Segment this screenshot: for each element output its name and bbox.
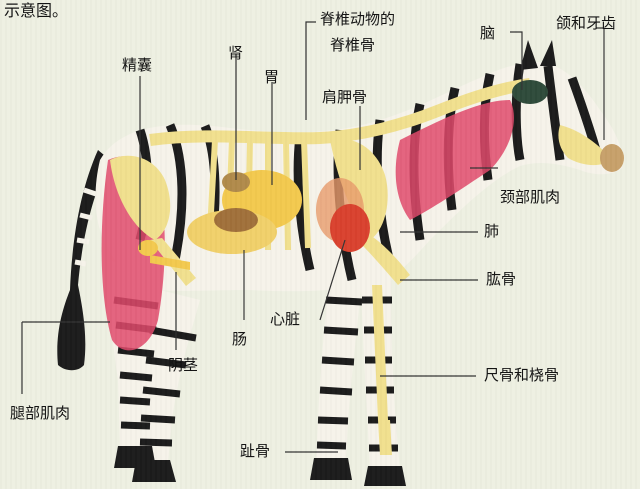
- label-ulna-radius: 尺骨和桡骨: [484, 366, 559, 384]
- caption-top: 示意图。: [4, 2, 68, 20]
- label-stomach: 胃: [264, 68, 279, 86]
- brain-organ: [512, 80, 548, 104]
- fore-hoof-1: [310, 458, 352, 480]
- label-scapula: 肩胛骨: [322, 88, 367, 106]
- heart-organ: [330, 204, 370, 252]
- label-jaw-teeth: 颌和牙齿: [556, 14, 616, 32]
- hind-hoof-2: [132, 460, 176, 482]
- label-neck-muscle: 颈部肌肉: [500, 188, 560, 206]
- label-brain: 脑: [480, 24, 495, 42]
- label-intestine: 肠: [232, 330, 247, 348]
- label-heart: 心脏: [270, 310, 300, 328]
- label-vertebrate-spine-line1: 脊椎动物的: [320, 10, 395, 28]
- fore-hoof-2: [364, 466, 406, 486]
- label-lung: 肺: [484, 222, 499, 240]
- label-phalanges: 趾骨: [240, 442, 270, 460]
- label-humerus: 肱骨: [486, 270, 516, 288]
- phalanges-bone: [378, 420, 392, 455]
- testis-organ: [138, 240, 158, 256]
- label-leg-muscle: 腿部肌肉: [10, 404, 70, 422]
- nose: [600, 144, 624, 172]
- label-kidney: 肾: [228, 44, 243, 62]
- label-testis: 精囊: [122, 56, 152, 74]
- liver-organ: [214, 208, 258, 232]
- label-vertebrate-spine-line2: 脊椎骨: [330, 36, 375, 54]
- label-penis: 阴茎: [168, 356, 198, 374]
